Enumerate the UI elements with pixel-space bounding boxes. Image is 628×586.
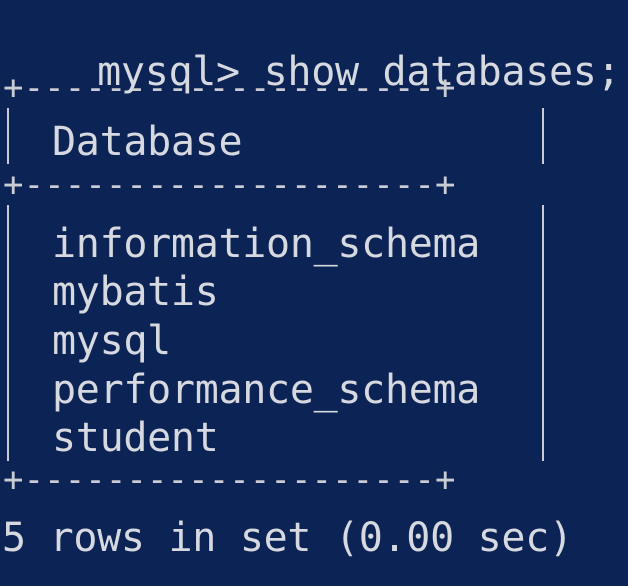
command-line: mysql> show databases; [2,12,621,132]
command-text: show databases; [263,49,621,95]
table-left-border-body [7,205,9,461]
prompt-text: mysql> [97,49,240,95]
table-top-border: +--------------------+ [3,68,456,108]
result-summary: 5 rows in set (0.00 sec) [2,515,573,561]
table-row: mybatis [52,269,219,315]
column-header-database: Database [52,119,243,165]
table-bottom-border: +--------------------+ [3,460,456,500]
table-left-border-header [7,108,9,164]
table-row: performance_schema [52,367,481,413]
table-header-separator: +--------------------+ [3,165,456,205]
table-right-border-body [542,205,544,461]
table-row: mysql [52,318,171,364]
table-row: student [52,415,219,461]
table-right-border-header [542,108,544,164]
table-row: information_schema [52,221,481,267]
